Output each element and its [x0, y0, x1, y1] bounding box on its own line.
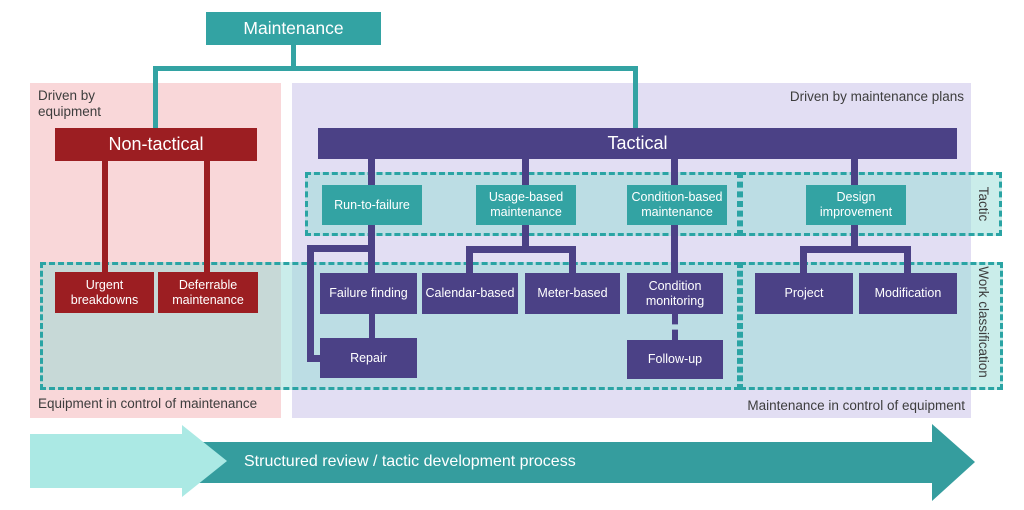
node-usage-based-maintenance: Usage-based maintenance — [476, 185, 576, 225]
connector-usage-split-stem — [522, 225, 529, 253]
node-deferrable-maintenance: Deferrable maintenance — [158, 272, 258, 313]
node-follow-up: Follow-up — [627, 340, 723, 379]
node-non-tactical: Non-tactical — [55, 128, 257, 161]
node-tactical: Tactical — [318, 128, 957, 159]
connector-meter-based — [569, 246, 576, 274]
connector-repair-elbow-bottom — [307, 355, 321, 362]
connector-design-improvement — [851, 159, 858, 186]
footer-maintenance-in-control: Maintenance in control of equipment — [747, 398, 965, 413]
region-label-driven-by-equipment: Driven by equipment — [38, 88, 102, 120]
connector-dashed-follow-up — [672, 314, 678, 340]
connector-maintenance-hbar — [153, 66, 638, 71]
tactic-band-label: Tactic — [976, 186, 992, 222]
connector-modification — [904, 246, 911, 274]
footer-equipment-in-control: Equipment in control of maintenance — [38, 396, 258, 411]
node-run-to-failure: Run-to-failure — [322, 185, 422, 225]
node-design-improvement: Design improvement — [806, 185, 906, 225]
work-classification-band-label: Work classification — [976, 266, 992, 378]
node-meter-based: Meter-based — [525, 273, 620, 314]
node-condition-monitoring: Condition monitoring — [627, 273, 723, 314]
connector-run-to-failure — [368, 159, 375, 186]
connector-project — [800, 246, 807, 274]
connector-repair-elbow-side — [307, 245, 314, 362]
node-maintenance: Maintenance — [206, 12, 381, 45]
node-modification: Modification — [859, 273, 957, 314]
node-urgent-breakdowns: Urgent breakdowns — [55, 272, 154, 313]
node-calendar-based: Calendar-based — [422, 273, 518, 314]
connector-condition-based — [671, 159, 678, 186]
connector-usage-split-bar — [466, 246, 576, 253]
connector-urgent-breakdowns — [102, 160, 108, 273]
connector-maintenance-stub — [291, 45, 296, 68]
node-repair: Repair — [320, 338, 417, 378]
node-condition-based-maintenance: Condition-based maintenance — [627, 185, 727, 225]
connector-design-split-bar — [800, 246, 911, 253]
process-arrow-label: Structured review / tactic development p… — [244, 453, 576, 470]
connector-design-split-stem — [851, 225, 858, 253]
node-project: Project — [755, 273, 853, 314]
connector-deferrable-maintenance — [204, 160, 210, 273]
connector-usage-based — [522, 159, 529, 186]
region-label-driven-by-plans: Driven by maintenance plans — [789, 89, 964, 104]
connector-to-tactical — [633, 66, 638, 128]
connector-condition-monitoring — [671, 225, 678, 275]
connector-to-non-tactical — [153, 66, 158, 128]
connector-calendar-based — [466, 246, 473, 274]
node-failure-finding: Failure finding — [320, 273, 417, 314]
connector-dashed-repair — [369, 314, 375, 338]
connector-repair-elbow-top — [307, 245, 375, 252]
light-process-arrow — [30, 425, 227, 497]
